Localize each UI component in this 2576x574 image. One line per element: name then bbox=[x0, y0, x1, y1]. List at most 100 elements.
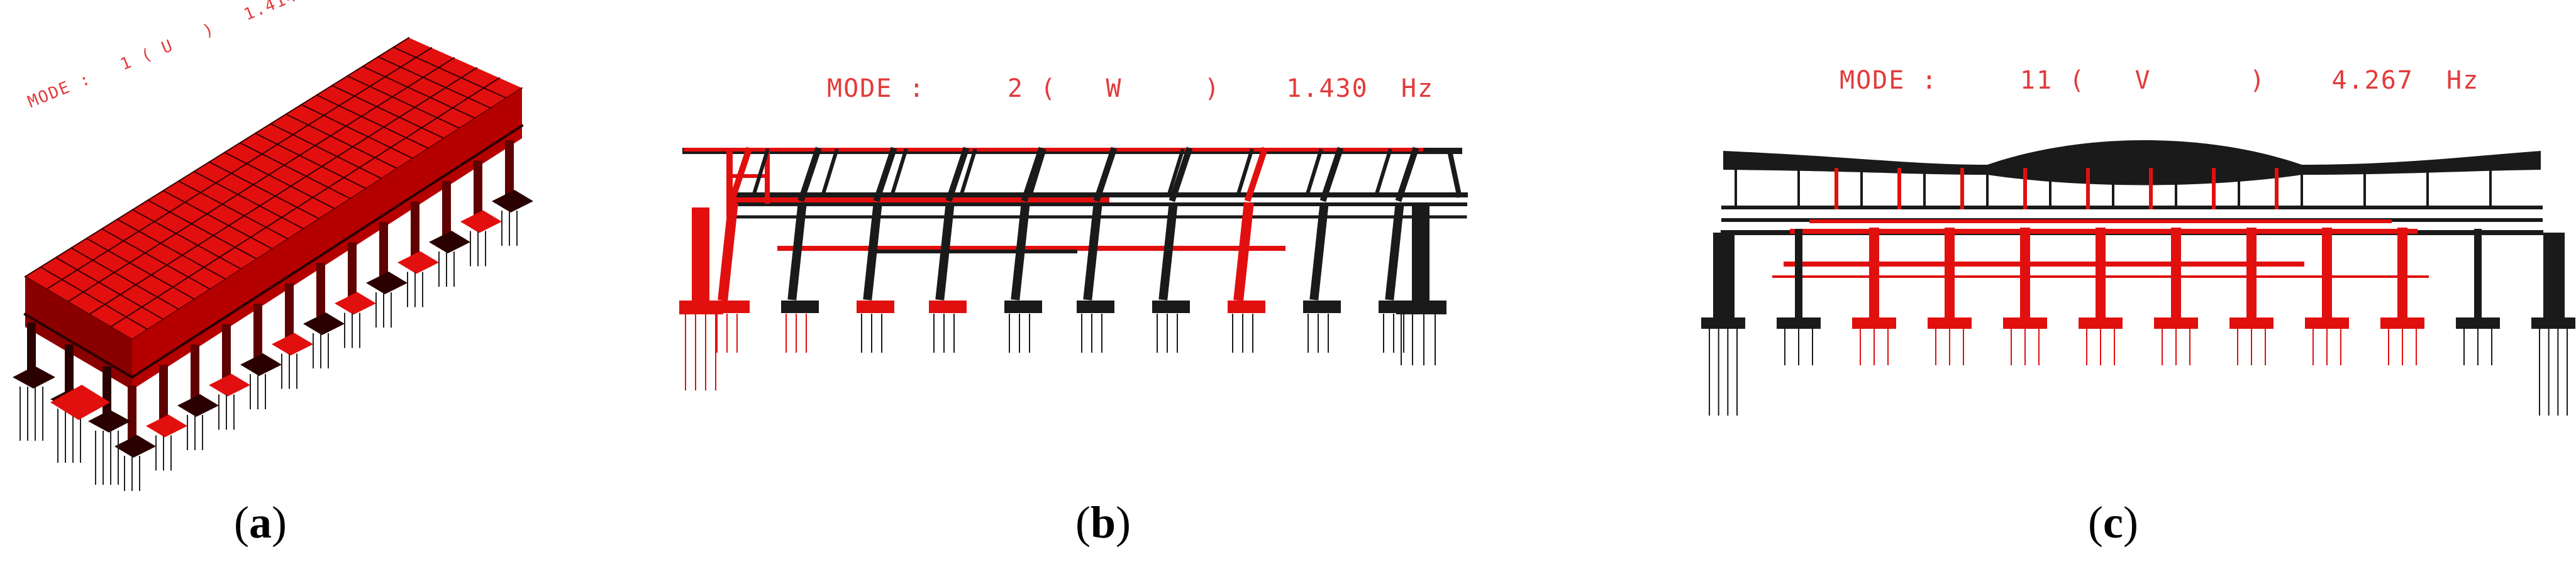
column-upper bbox=[1244, 146, 1269, 202]
footing bbox=[1303, 301, 1341, 313]
end-footing bbox=[13, 366, 55, 389]
roof-strut bbox=[821, 148, 839, 194]
footing bbox=[781, 301, 819, 313]
column-lower bbox=[1385, 202, 1404, 301]
footing bbox=[2456, 317, 2500, 329]
footing bbox=[1777, 317, 1821, 329]
roof-grid-transverse bbox=[193, 170, 305, 230]
footing bbox=[2531, 317, 2575, 329]
footing bbox=[177, 394, 219, 417]
footing bbox=[1701, 317, 1745, 329]
mode-shape-isometric-drawing bbox=[13, 36, 533, 491]
roof-strut bbox=[1236, 148, 1254, 194]
column-upper bbox=[1319, 146, 1344, 202]
column-lower bbox=[1158, 202, 1178, 301]
roof-bulge-deformed bbox=[1723, 140, 2541, 185]
column-upper bbox=[1021, 146, 1045, 202]
mode-shape-elevation-b bbox=[679, 146, 1468, 390]
footing bbox=[1928, 317, 1972, 329]
roof-grid-transverse bbox=[131, 209, 242, 270]
roof-grid-transverse bbox=[147, 199, 258, 260]
roof-strut bbox=[752, 148, 770, 194]
footing bbox=[1228, 301, 1265, 313]
roof-grid-transverse bbox=[101, 228, 211, 290]
column-lower bbox=[1233, 202, 1254, 301]
footing bbox=[857, 301, 894, 313]
roof-grid-transverse bbox=[162, 189, 274, 250]
end-footing-right bbox=[1396, 301, 1446, 314]
deck-end-line bbox=[23, 312, 134, 379]
column-lower bbox=[863, 202, 882, 301]
roof-strut bbox=[891, 148, 908, 194]
column-lower bbox=[1083, 202, 1102, 301]
footing bbox=[397, 251, 439, 274]
roof-grid-transverse bbox=[223, 152, 336, 210]
end-column-right bbox=[1412, 204, 1430, 302]
footing bbox=[335, 292, 376, 315]
roof-slab bbox=[25, 38, 522, 339]
end-column bbox=[2543, 233, 2565, 327]
footing bbox=[114, 435, 156, 458]
footing bbox=[366, 272, 408, 294]
mode-label-b: MODE : 2 ( W ) 1.430 Hz bbox=[827, 74, 1435, 103]
footing bbox=[2305, 317, 2349, 329]
column-upper bbox=[1395, 146, 1419, 202]
column-upper bbox=[873, 146, 897, 202]
end-column bbox=[1713, 233, 1735, 327]
roof-grid-transverse bbox=[270, 123, 383, 180]
roof-end-strut bbox=[1446, 148, 1462, 198]
roof-grid-transverse bbox=[362, 65, 476, 119]
roof-grid-transverse bbox=[40, 266, 149, 331]
front-footing bbox=[50, 385, 110, 420]
footing bbox=[429, 231, 470, 253]
roof-grid-longitudinal bbox=[109, 77, 501, 328]
column-lower bbox=[935, 202, 955, 301]
footing bbox=[460, 210, 502, 233]
roof-grid-transverse bbox=[347, 75, 461, 130]
footing bbox=[2380, 317, 2424, 329]
roof-grid-transverse bbox=[392, 46, 508, 99]
footing bbox=[492, 190, 533, 212]
end-column-left bbox=[692, 207, 709, 302]
caption-a: (a) bbox=[234, 497, 287, 548]
footing bbox=[1852, 317, 1896, 329]
footing bbox=[303, 312, 345, 335]
column-upper bbox=[1169, 146, 1193, 202]
roof-strut bbox=[1029, 148, 1046, 194]
roof-grid-transverse bbox=[254, 132, 367, 190]
footing bbox=[209, 373, 250, 397]
footing bbox=[1077, 301, 1114, 313]
column-lower bbox=[1309, 202, 1329, 301]
roof-grid-transverse bbox=[70, 247, 180, 311]
roof-grid-transverse bbox=[331, 84, 445, 140]
column-upper bbox=[728, 146, 753, 202]
roof-strut bbox=[1375, 148, 1392, 194]
roof-strut bbox=[960, 148, 977, 194]
roof-grid-transverse bbox=[239, 141, 352, 200]
footing bbox=[2229, 317, 2273, 329]
footing bbox=[1152, 301, 1190, 313]
caption-b: (b) bbox=[1075, 497, 1131, 548]
roof-grid-transverse bbox=[377, 56, 492, 109]
column-lower bbox=[787, 202, 807, 301]
roof-grid-longitudinal bbox=[45, 47, 433, 290]
caption-c: (c) bbox=[2088, 497, 2138, 548]
roof-grid-transverse bbox=[300, 104, 414, 160]
roof-grid-transverse bbox=[316, 94, 430, 150]
panel-c: MODE : 11 ( V ) 4.267 Hz (c) bbox=[1673, 0, 2576, 574]
column-upper bbox=[945, 146, 970, 202]
roof-strut bbox=[1167, 148, 1185, 194]
footing bbox=[2003, 317, 2047, 329]
roof-grid-longitudinal bbox=[67, 57, 455, 303]
footing bbox=[1004, 301, 1042, 313]
roof-grid-transverse bbox=[285, 113, 398, 170]
column-lower bbox=[718, 202, 738, 301]
footing bbox=[2154, 317, 2198, 329]
roof-grid-longitudinal bbox=[24, 36, 410, 278]
deck-line bbox=[130, 124, 524, 379]
roof-strut bbox=[1098, 148, 1116, 194]
roof-grid-transverse bbox=[177, 180, 289, 240]
column-upper bbox=[797, 146, 822, 202]
footing bbox=[272, 333, 313, 356]
roof-grid-transverse bbox=[208, 161, 320, 220]
